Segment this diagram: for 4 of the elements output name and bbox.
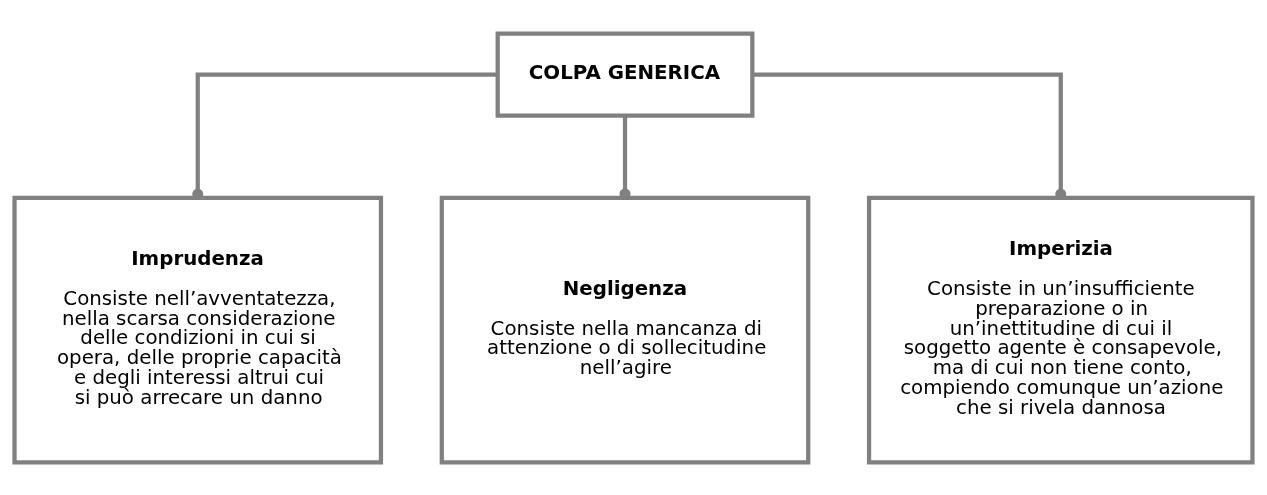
node-box: COLPA GENERICA [495, 31, 755, 118]
node-box: Imprudenza Consiste nell’avventatezza, nella scarsa considerazione delle condizioni in cui si opera, delle proprie capacità e degli interessi altrui cui si può arrecare un danno [12, 195, 384, 464]
node-box: Negligenza Consiste nella mancanza di attenzione o di sollecitudine nell’agire [439, 195, 811, 464]
node-box: Imperizia Consiste in un’insufficiente preparazione o in un’inettitudine di cui il soggetto agente è consapevole, ma di cui non tiene conto, compiendo comunque un’azione che si rivela dannosa [866, 195, 1255, 464]
